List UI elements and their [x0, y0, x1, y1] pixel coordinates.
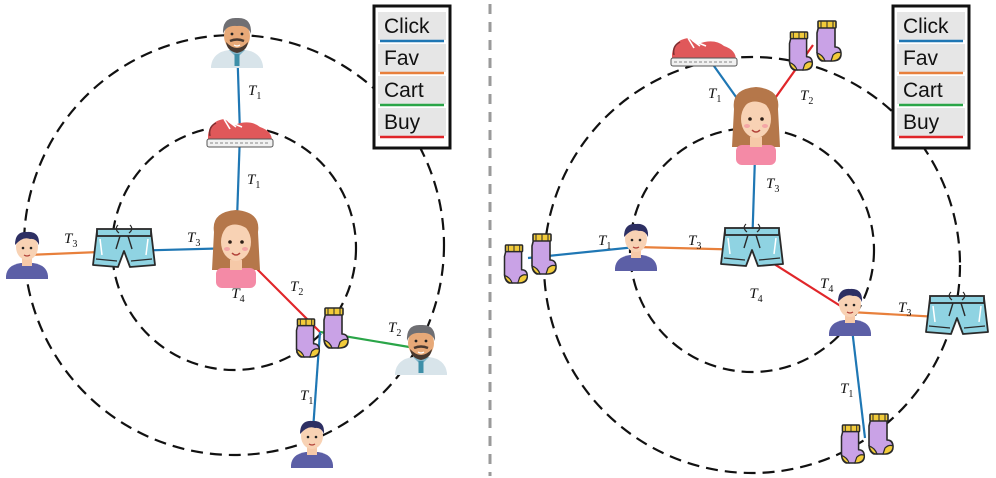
legend-right-entry-click: Click — [903, 15, 949, 38]
right-node-shorts-right-shorts-icon — [925, 291, 989, 335]
legend-left-entry-cart: Cart — [384, 79, 424, 102]
legend-left-entry-click: Click — [384, 15, 430, 38]
legend-right-entry-buy: Buy — [903, 111, 940, 134]
left-edge-time-label: T2 — [388, 320, 401, 339]
left-edge-time-label: T1 — [248, 83, 261, 102]
right-edge-time-label: T2 — [800, 88, 813, 107]
right-edge-time-label: T3 — [766, 176, 779, 195]
left-node-time-label: T4 — [231, 286, 244, 305]
legend-right-entry-bg — [897, 76, 965, 104]
right-edge-time-label: T1 — [708, 86, 721, 105]
legend-right-entry-bg — [897, 108, 965, 136]
left-node-man-top-man-beard-icon — [209, 16, 265, 70]
left-node-boy-bottom-boy-icon — [290, 420, 334, 469]
left-node-shoe-shoe-icon — [206, 118, 274, 148]
legend-right-entry-bg — [897, 12, 965, 40]
left-edge-time-label: T3 — [64, 231, 77, 250]
right-node-socks-top-socks-icon — [790, 21, 842, 70]
legend-right-entry-cart: Cart — [903, 79, 943, 102]
left-node-woman-woman-icon — [211, 209, 261, 289]
right-edge-time-label: T4 — [820, 276, 833, 295]
legend-left-entry-bg — [378, 76, 446, 104]
left-node-man-right-man-beard-icon — [393, 323, 449, 377]
legend-right-entry-bg — [897, 44, 965, 72]
right-node-time-label: T4 — [749, 286, 762, 305]
legend-left-entry-bg — [378, 12, 446, 40]
left-edge-time-label: T2 — [290, 279, 303, 298]
left-edge-time-label: T3 — [187, 230, 200, 249]
left-edge-time-label: T1 — [247, 172, 260, 191]
legend-left-entry-fav: Fav — [384, 47, 420, 70]
right-edge-time-label: T1 — [840, 381, 853, 400]
legend-right-entry-fav: Fav — [903, 47, 939, 70]
left-edge-time-label: T1 — [300, 388, 313, 407]
right-node-shorts-shorts-icon — [720, 223, 784, 267]
legend-left-entry-bg — [378, 44, 446, 72]
right-node-woman-woman-icon — [731, 86, 781, 166]
legend-left-entry-buy: Buy — [384, 111, 421, 134]
right-node-shoe-shoe-icon — [670, 37, 738, 67]
right-node-socks-bottom-socks-icon — [842, 414, 894, 463]
left-node-shorts-shorts-icon — [92, 224, 156, 268]
legend-left-entry-bg — [378, 108, 446, 136]
